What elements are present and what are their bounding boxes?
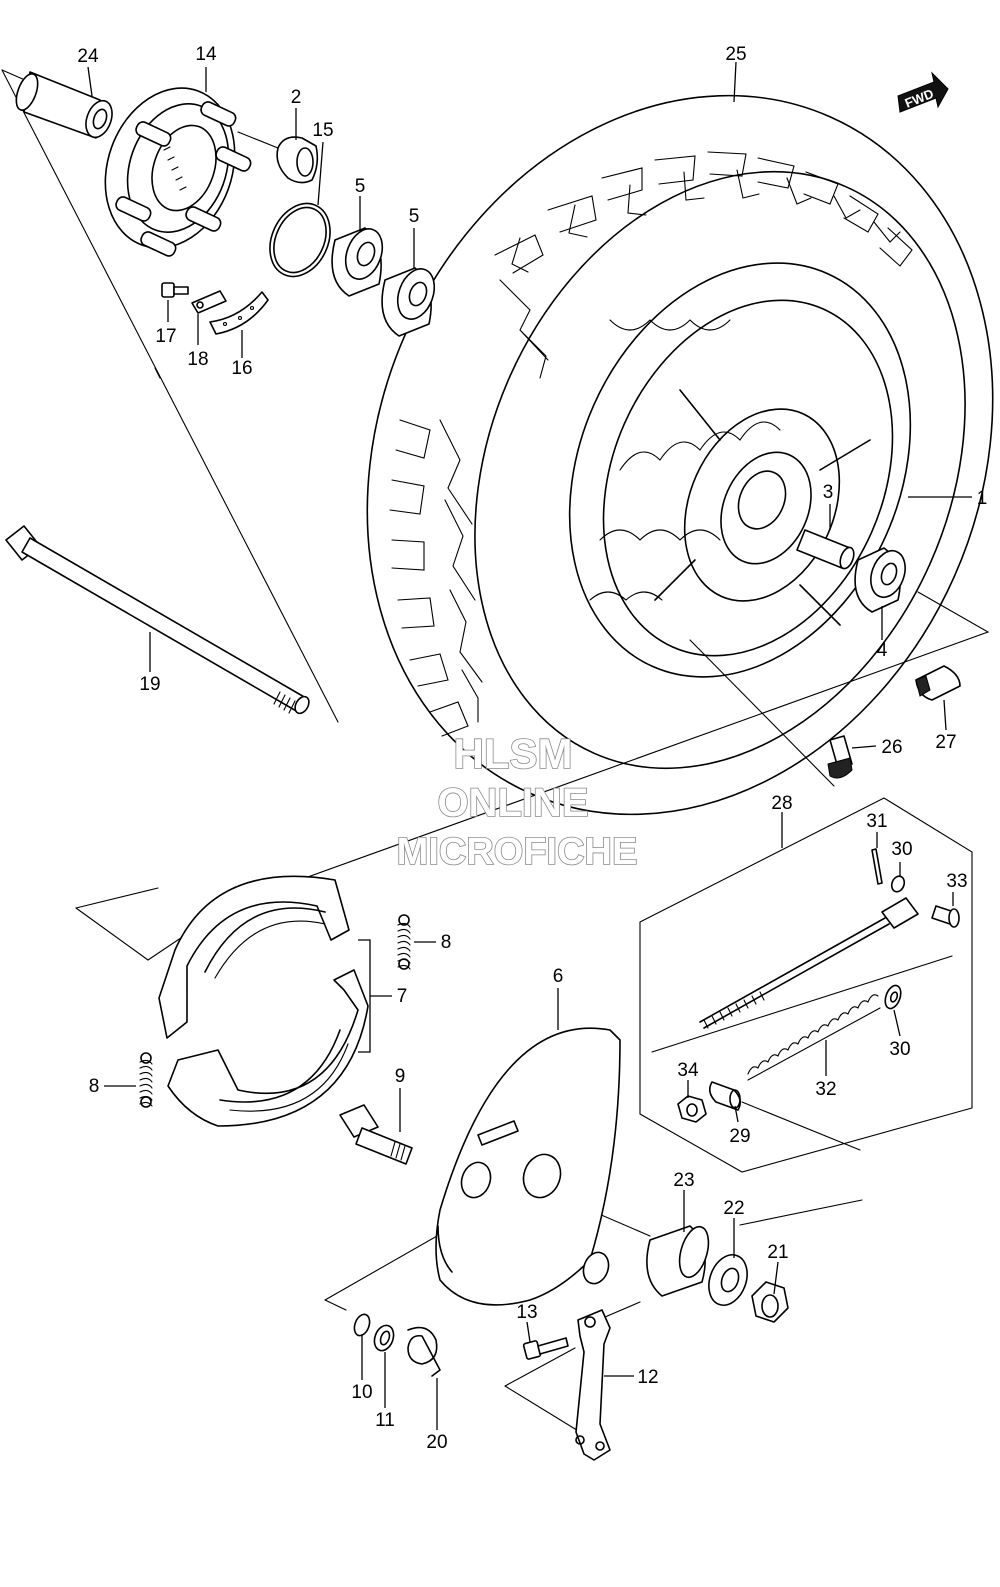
valve-part-26	[827, 735, 853, 779]
axle-part-19	[5, 525, 310, 715]
spacer-part-3	[796, 529, 855, 570]
callout-30-a: 30	[891, 839, 912, 860]
watermark-line-3: MICROFICHE	[397, 831, 638, 873]
brake-shoe-upper	[158, 875, 350, 1039]
callout-30-b: 30	[889, 1039, 910, 1060]
callout-33: 33	[946, 871, 967, 892]
adjust-nut-part-34	[677, 1095, 707, 1123]
callout-7: 7	[397, 986, 408, 1007]
callout-leaders	[87, 61, 972, 1430]
callout-20: 20	[426, 1432, 447, 1453]
callout-12: 12	[637, 1367, 658, 1388]
castle-nut-part-21	[751, 1281, 789, 1323]
callout-5-a: 5	[355, 176, 366, 197]
callout-1: 1	[977, 488, 988, 509]
cushion-part-2	[276, 136, 319, 184]
callout-8-lower: 8	[89, 1076, 100, 1097]
callout-31: 31	[866, 811, 887, 832]
callout-10: 10	[351, 1382, 372, 1403]
callout-25: 25	[725, 44, 746, 65]
bolt-part-17	[161, 282, 189, 298]
callout-23: 23	[673, 1170, 694, 1191]
callout-29: 29	[729, 1126, 750, 1147]
o-ring-part-15	[269, 202, 331, 278]
callout-5-b: 5	[409, 206, 420, 227]
bearing-part-4	[854, 547, 906, 613]
callout-8-upper: 8	[441, 932, 452, 953]
washer-part-11	[373, 1324, 395, 1352]
washer-part-22	[708, 1254, 748, 1306]
bearing-part-5b	[381, 267, 436, 337]
joint-part-29	[708, 1081, 742, 1111]
clip-part-10	[353, 1313, 371, 1337]
callout-32: 32	[815, 1079, 836, 1100]
callout-21: 21	[767, 1242, 788, 1263]
bolt-part-13	[522, 1337, 569, 1360]
callout-labels: 24 14 2 15 5 5 17 18 16 25 1 3 4 19 26 2…	[77, 44, 987, 1453]
callout-26: 26	[881, 737, 902, 758]
callout-4: 4	[877, 640, 888, 661]
spring-part-8-upper	[397, 914, 411, 970]
watermark-line-1: HLSM	[454, 730, 573, 777]
fwd-arrow-badge: FWD	[897, 71, 949, 113]
callout-9: 9	[395, 1066, 406, 1087]
plate-part-18	[191, 290, 227, 314]
callout-6: 6	[553, 966, 564, 987]
valve-cap-part-27	[915, 665, 961, 701]
brake-shoe-lower	[167, 969, 369, 1127]
callout-22: 22	[723, 1198, 744, 1219]
shim-part-16	[209, 291, 269, 335]
callout-16: 16	[231, 358, 252, 379]
callout-11: 11	[375, 1410, 395, 1431]
cotter-pin-part-31	[871, 848, 883, 885]
callout-24: 24	[77, 46, 99, 67]
hub-part-14	[104, 87, 252, 257]
rod-spring-part-32	[747, 994, 881, 1081]
callout-28: 28	[771, 793, 792, 814]
camshaft-part-9	[339, 1104, 413, 1165]
fwd-label: FWD	[903, 86, 936, 111]
rear-tire	[366, 94, 994, 816]
brake-rod	[699, 897, 919, 1029]
brake-rod-group-28	[639, 797, 973, 1173]
bushing-part-24	[15, 71, 113, 139]
spring-part-8-lower	[139, 1052, 153, 1108]
callout-19: 19	[139, 674, 160, 695]
spacer-part-23	[646, 1225, 710, 1297]
callout-34: 34	[677, 1060, 699, 1081]
brake-arm-part-12	[575, 1309, 611, 1461]
callout-13: 13	[516, 1302, 537, 1323]
callout-18: 18	[187, 349, 208, 370]
washer-part-30b	[884, 984, 902, 1010]
return-spring-part-20	[407, 1326, 441, 1377]
callout-14: 14	[195, 44, 217, 65]
rear-wheel-rim	[568, 262, 912, 678]
watermark: HLSM ONLINE MICROFICHE	[396, 729, 638, 874]
callout-15: 15	[312, 120, 333, 141]
pin-part-33	[931, 905, 960, 928]
watermark-line-2: ONLINE	[437, 781, 588, 825]
callout-17: 17	[155, 326, 176, 347]
bearing-part-5a	[331, 227, 384, 297]
callout-3: 3	[823, 482, 834, 503]
brake-panel-part-6	[435, 1027, 621, 1306]
washer-part-30a	[890, 875, 906, 893]
callout-27: 27	[935, 732, 956, 753]
callout-2: 2	[291, 87, 302, 108]
